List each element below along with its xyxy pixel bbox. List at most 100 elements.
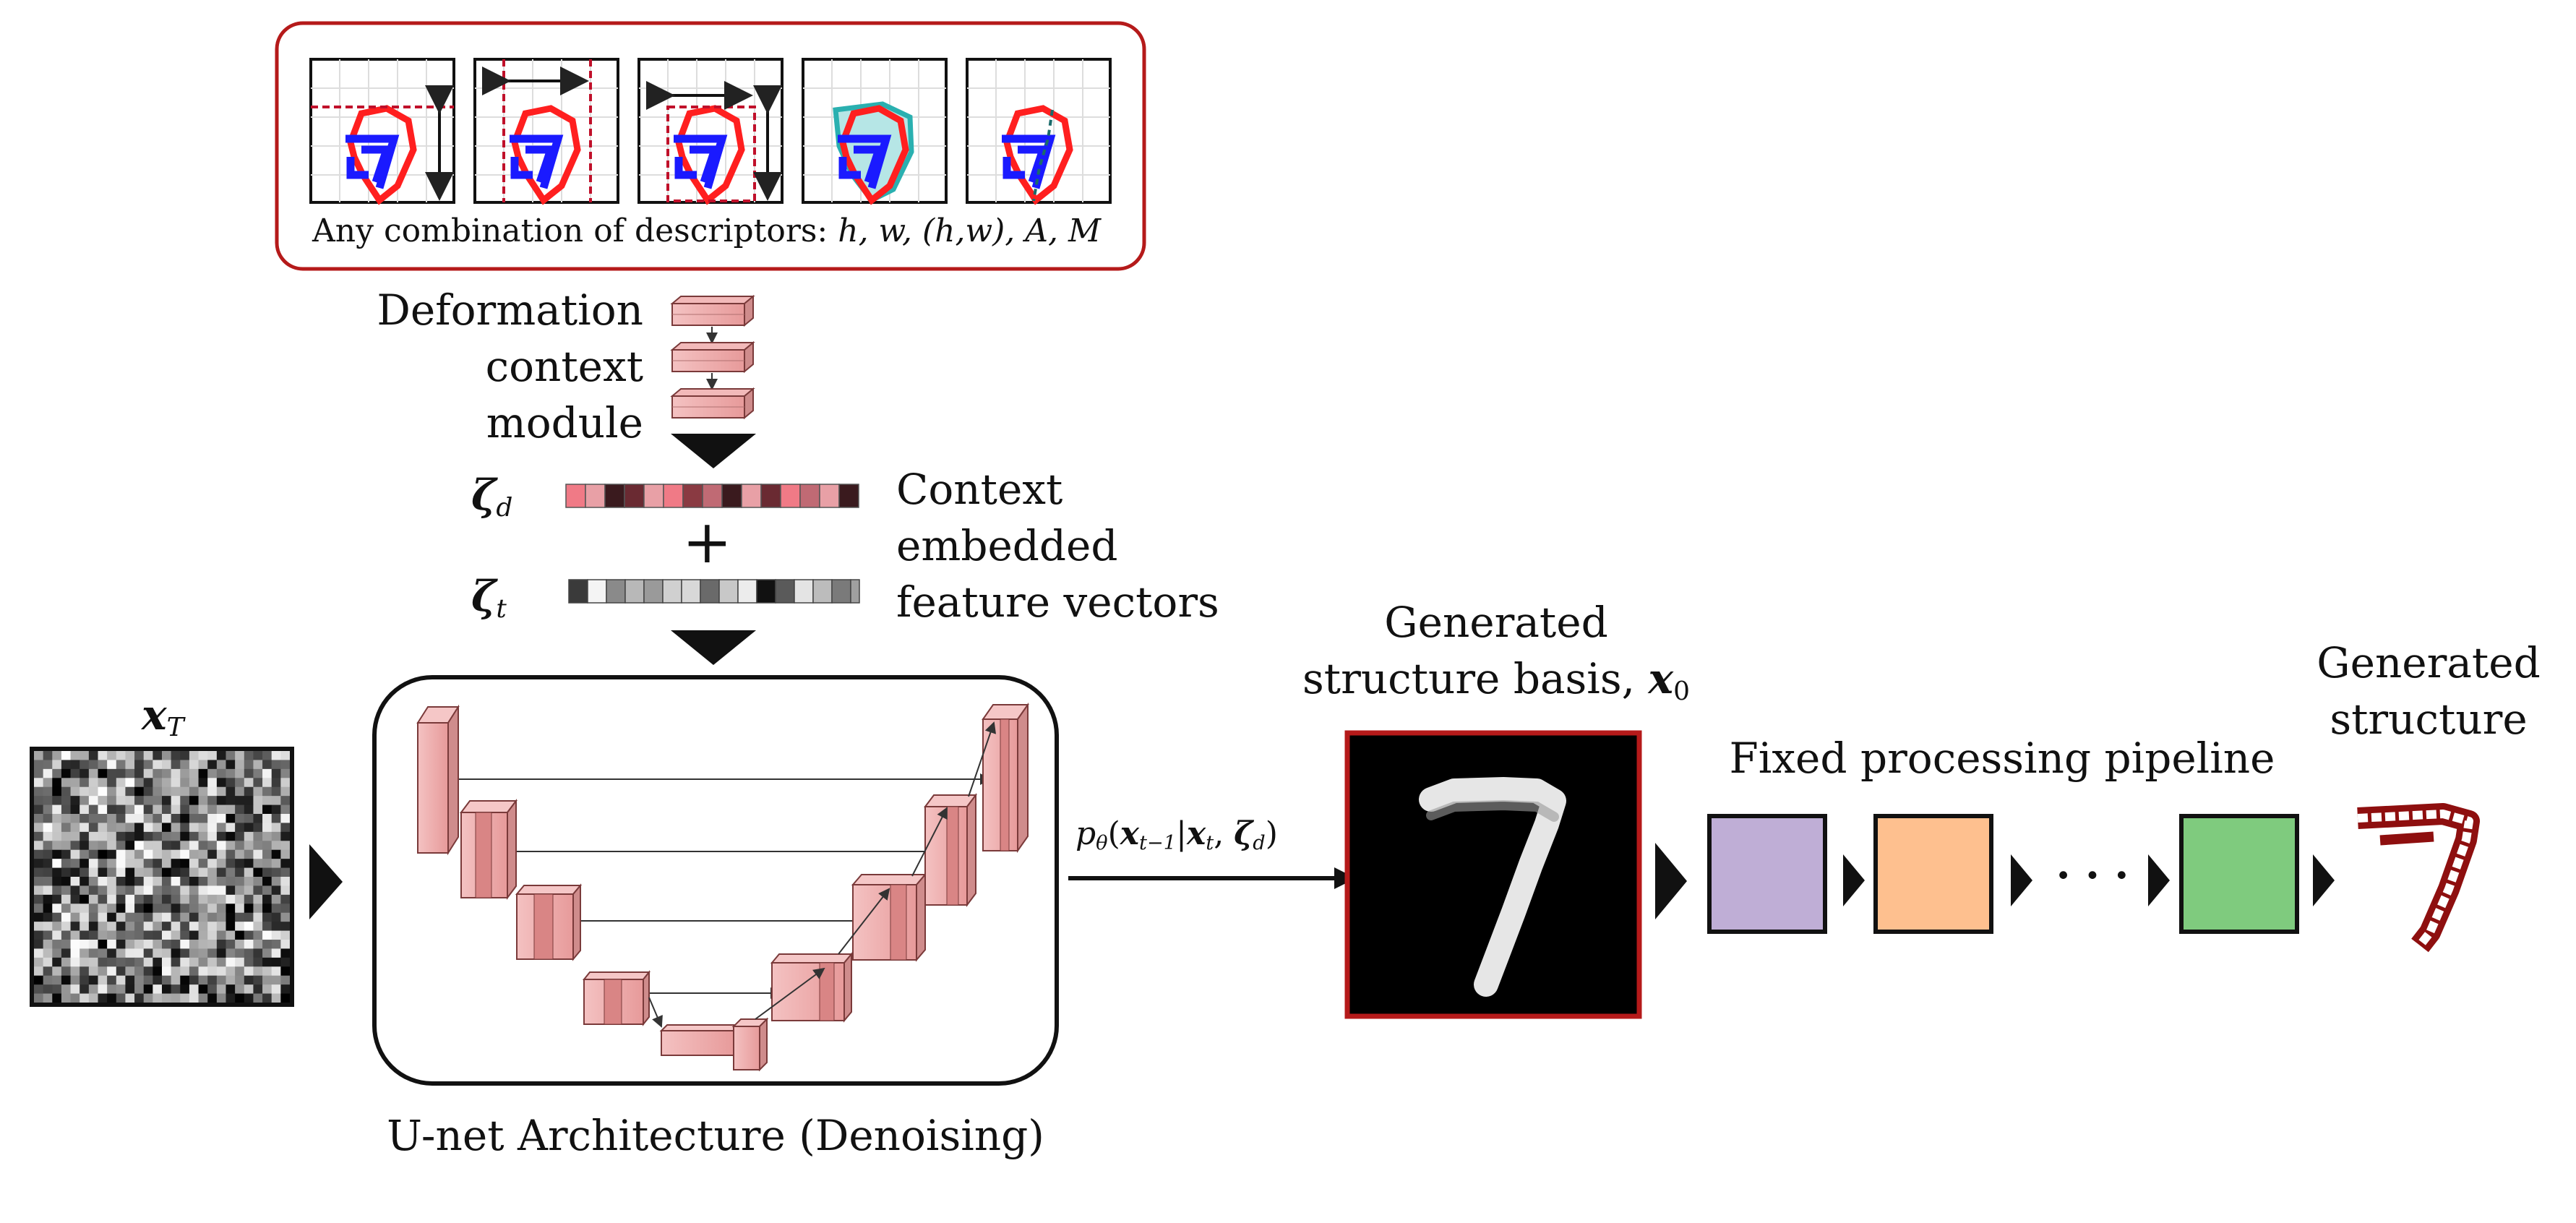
noise-pixel <box>52 984 62 995</box>
noise-pixel <box>116 957 126 967</box>
noise-pixel <box>162 912 172 922</box>
noise-pixel <box>189 885 199 896</box>
noise-pixel <box>43 859 53 869</box>
noise-pixel <box>61 768 72 778</box>
noise-pixel <box>70 796 80 806</box>
noise-pixel <box>80 849 90 859</box>
noise-pixel <box>226 859 236 869</box>
noise-pixel <box>52 940 62 949</box>
noise-pixel <box>134 823 145 833</box>
noise-pixel <box>52 823 62 833</box>
noise-pixel <box>244 912 254 922</box>
pipeline-step-1 <box>1707 814 1827 934</box>
noise-pixel <box>98 957 108 967</box>
noise-pixel <box>43 904 53 914</box>
noise-pixel <box>216 867 226 877</box>
noise-pixel <box>34 804 44 815</box>
noise-pixel <box>253 940 263 949</box>
pipeline-title: Fixed processing pipeline <box>1729 734 2275 783</box>
noise-pixel <box>88 778 98 788</box>
noise-pixel <box>235 940 245 949</box>
noise-pixel <box>171 930 181 940</box>
noise-pixel <box>198 814 208 823</box>
noise-pixel <box>107 966 117 977</box>
noise-pixel <box>180 894 190 904</box>
noise-pixel <box>226 849 236 859</box>
noise-pixel <box>271 859 281 869</box>
noise-pixel <box>171 804 181 815</box>
arrow-basis-to-pipeline <box>1655 843 1687 919</box>
noise-pixel <box>125 867 135 877</box>
noise-pixel <box>180 975 190 985</box>
noise-pixel <box>143 993 153 1003</box>
noise-pixel <box>216 984 226 995</box>
noise-pixel <box>198 993 208 1003</box>
noise-pixel <box>125 948 135 958</box>
noise-pixel <box>143 760 153 770</box>
noise-pixel <box>107 831 117 841</box>
noise-pixel <box>107 922 117 932</box>
noise-pixel <box>189 751 199 760</box>
noise-pixel <box>88 823 98 833</box>
noise-pixel <box>116 814 126 823</box>
noise-pixel <box>34 877 44 886</box>
noise-pixel <box>198 786 208 797</box>
noise-pixel <box>61 957 72 967</box>
pipeline-ellipsis: · · · <box>2056 851 2129 900</box>
noise-pixel <box>216 930 226 940</box>
noise-pixel <box>52 912 62 922</box>
noise-pixel <box>280 814 291 823</box>
noise-pixel <box>216 751 226 760</box>
noise-pixel <box>80 823 90 833</box>
noise-pixel <box>52 841 62 851</box>
noise-pixel <box>98 804 108 815</box>
noise-pixel <box>153 751 163 760</box>
noise-pixel <box>198 831 208 841</box>
noise-pixel <box>134 760 145 770</box>
noise-pixel <box>271 751 281 760</box>
noise-pixel <box>180 993 190 1003</box>
noise-pixel <box>52 975 62 985</box>
noise-pixel <box>125 768 135 778</box>
noise-pixel <box>207 894 218 904</box>
noise-pixel <box>216 778 226 788</box>
descriptor-width <box>473 58 619 205</box>
noise-pixel <box>88 867 98 877</box>
noise-pixel <box>226 975 236 985</box>
noise-pixel <box>80 760 90 770</box>
noise-pixel <box>107 786 117 797</box>
noise-pixel <box>52 859 62 869</box>
noise-pixel <box>189 904 199 914</box>
noise-pixel <box>125 823 135 833</box>
noise-pixel <box>216 849 226 859</box>
noise-pixel <box>216 859 226 869</box>
noise-pixel <box>189 984 199 995</box>
noise-pixel <box>125 885 135 896</box>
noise-pixel <box>70 885 80 896</box>
noise-pixel <box>262 877 272 886</box>
noise-pixel <box>253 859 263 869</box>
noise-pixel <box>70 975 80 985</box>
formula-close: ) <box>1265 815 1278 852</box>
noise-pixel <box>198 912 208 922</box>
zeta-d-subscript: d <box>496 492 513 523</box>
noise-pixel <box>98 993 108 1003</box>
feature-vectors-label: Context embedded feature vectors <box>896 461 1219 630</box>
noise-pixel <box>271 877 281 886</box>
noise-image <box>30 747 294 1007</box>
noise-pixel <box>244 831 254 841</box>
noise-pixel <box>98 904 108 914</box>
noise-pixel <box>70 751 80 760</box>
noise-pixel <box>262 912 272 922</box>
noise-pixel <box>207 867 218 877</box>
noise-pixel <box>107 751 117 760</box>
noise-pixel <box>253 975 263 985</box>
noise-pixel <box>180 814 190 823</box>
noise-pixel <box>216 885 226 896</box>
noise-pixel <box>162 930 172 940</box>
noise-pixel <box>43 796 53 806</box>
noise-pixel <box>171 768 181 778</box>
noise-pixel <box>88 831 98 841</box>
noise-pixel <box>88 796 98 806</box>
noise-pixel <box>189 786 199 797</box>
